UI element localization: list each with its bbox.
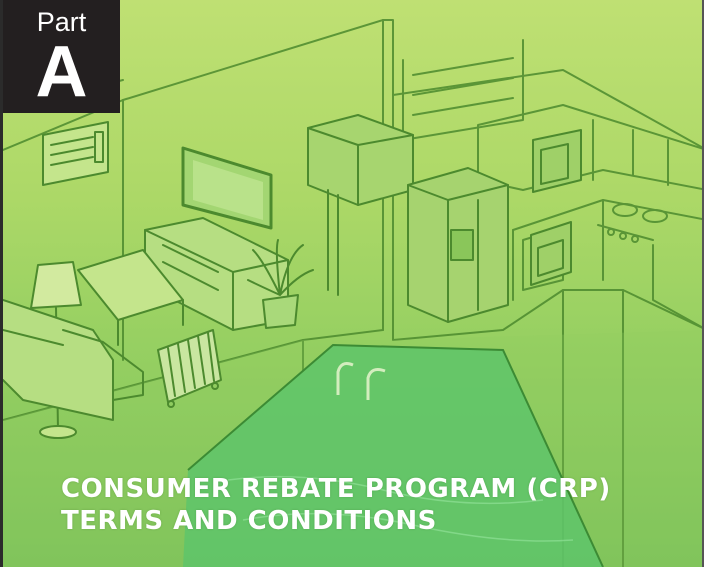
air-conditioner-icon	[42, 121, 109, 186]
oven-icon	[530, 221, 572, 286]
sofa-icon	[3, 299, 144, 421]
title-line-2: TERMS AND CONDITIONS	[61, 506, 437, 536]
title-line-1: CONSUMER REBATE PROGRAM (CRP)	[61, 474, 611, 504]
part-badge: Part A	[3, 0, 120, 113]
microwave-icon	[532, 129, 582, 193]
part-letter: A	[35, 32, 88, 112]
tv-icon	[181, 146, 273, 230]
house-sketch-illustration	[3, 19, 702, 567]
page-title: CONSUMER REBATE PROGRAM (CRP) TERMS AND …	[61, 473, 611, 537]
heater-icon	[157, 329, 222, 408]
pool-icon	[183, 345, 603, 567]
refrigerator-icon	[407, 167, 509, 323]
part-label: Part	[36, 7, 87, 37]
plant-icon	[247, 239, 314, 329]
